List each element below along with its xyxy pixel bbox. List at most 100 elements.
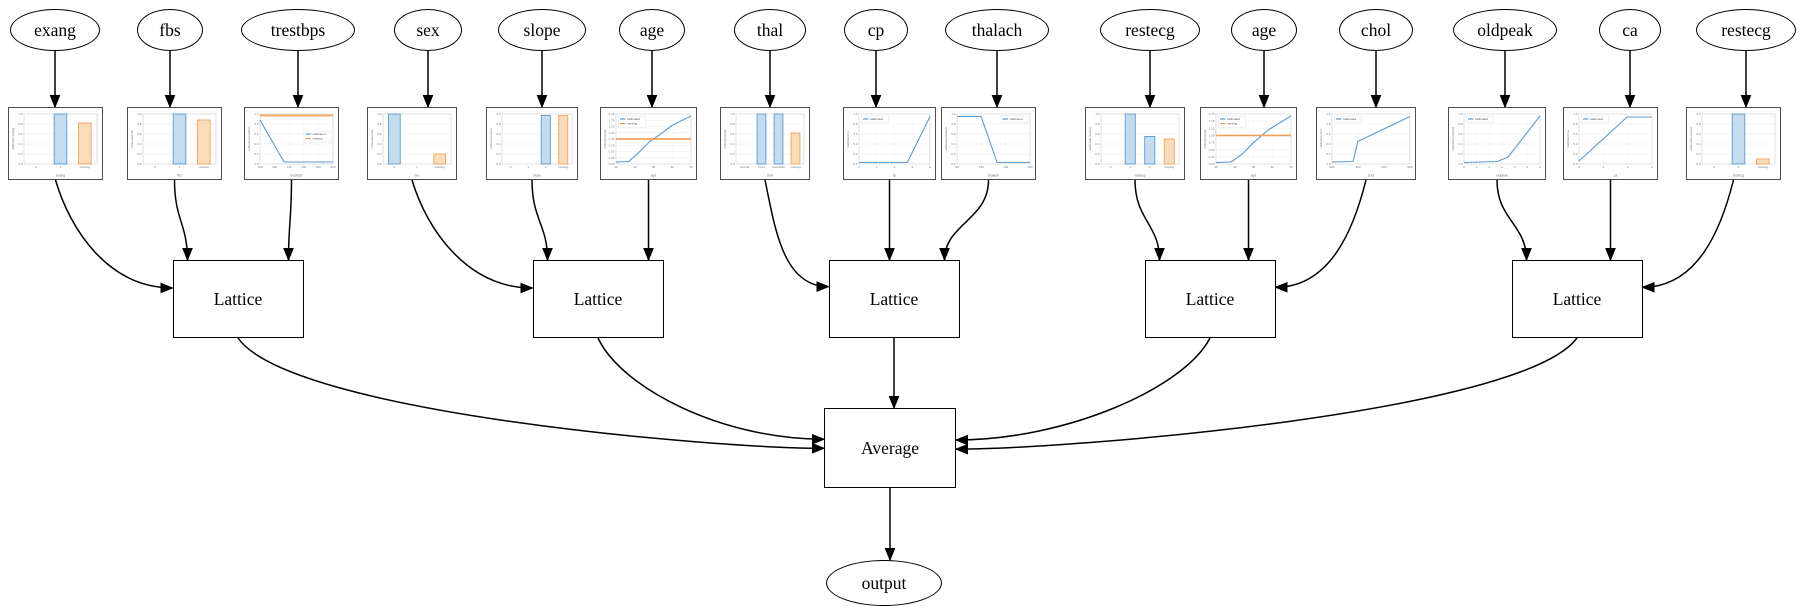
svg-text:calibrated: calibrated — [627, 117, 640, 121]
input-node-age: age — [1231, 9, 1297, 51]
svg-text:chol: chol — [1368, 174, 1374, 178]
input-node-oldpeak: oldpeak — [1453, 9, 1557, 51]
svg-text:0.6: 0.6 — [1326, 132, 1331, 136]
svg-text:0.4: 0.4 — [1458, 142, 1463, 146]
svg-text:0.0: 0.0 — [1095, 162, 1100, 166]
edge-lattice1-to-avg — [237, 337, 826, 454]
svg-text:0.6: 0.6 — [137, 132, 142, 136]
edge-lattice5-to-avg — [954, 337, 1578, 455]
input-node-exang: exang — [10, 9, 100, 51]
svg-text:thalach: thalach — [988, 174, 999, 178]
svg-text:0.6: 0.6 — [1458, 132, 1463, 136]
svg-text:0.2: 0.2 — [1095, 152, 1100, 156]
lattice-node-label: Lattice — [213, 288, 263, 309]
svg-text:0.8: 0.8 — [853, 122, 858, 126]
svg-text:calibrated cp: calibrated cp — [846, 130, 850, 147]
svg-text:0.8: 0.8 — [1095, 122, 1100, 126]
svg-text:0.8: 0.8 — [496, 122, 501, 126]
svg-text:1.0: 1.0 — [853, 112, 858, 116]
svg-text:calibrated fbs: calibrated fbs — [130, 130, 134, 148]
svg-text:0.6: 0.6 — [1573, 132, 1578, 136]
svg-text:0.8: 0.8 — [377, 122, 382, 126]
svg-text:1.0: 1.0 — [137, 112, 142, 116]
svg-text:0.2: 0.2 — [496, 152, 501, 156]
input-node-age: age — [619, 9, 685, 51]
svg-text:1: 1 — [1738, 165, 1740, 169]
svg-text:calibrated: calibrated — [1475, 117, 1488, 121]
svg-text:0.8: 0.8 — [1326, 122, 1331, 126]
average-node: Average — [824, 408, 956, 488]
svg-text:normal: normal — [740, 165, 750, 169]
svg-text:0.4: 0.4 — [377, 142, 382, 146]
svg-text:0.6: 0.6 — [730, 132, 735, 136]
svg-text:1.0: 1.0 — [377, 112, 382, 116]
svg-text:0.2: 0.2 — [1573, 152, 1578, 156]
svg-text:0: 0 — [1110, 165, 1112, 169]
svg-text:0.4: 0.4 — [254, 142, 259, 146]
svg-text:calibrated sex: calibrated sex — [370, 129, 374, 148]
svg-text:0.2: 0.2 — [254, 152, 259, 156]
svg-text:50: 50 — [652, 165, 656, 169]
svg-text:missing: missing — [435, 165, 446, 169]
input-node-chol-label: chol — [1360, 19, 1392, 40]
output-node-label: output — [861, 572, 907, 593]
svg-text:1: 1 — [1129, 165, 1131, 169]
svg-text:missing: missing — [199, 165, 210, 169]
svg-text:missing: missing — [1758, 165, 1769, 169]
svg-text:1: 1 — [1602, 165, 1604, 169]
svg-text:0.0: 0.0 — [951, 162, 956, 166]
lattice-node-label: Lattice — [869, 288, 919, 309]
svg-text:reversible: reversible — [772, 165, 785, 169]
calibrator-chart-age: 0.000.250.500.751.001.251.501.752.00cali… — [603, 112, 693, 177]
svg-text:0.4: 0.4 — [137, 142, 142, 146]
svg-text:100: 100 — [257, 165, 262, 169]
svg-text:1: 1 — [179, 165, 181, 169]
svg-text:400: 400 — [1381, 165, 1386, 169]
input-node-slope: slope — [498, 9, 586, 51]
input-node-restecg-label: restecg — [1125, 19, 1175, 40]
input-node-sex: sex — [394, 9, 462, 51]
svg-text:0.6: 0.6 — [951, 132, 956, 136]
svg-text:1.00: 1.00 — [609, 137, 615, 141]
svg-text:0.2: 0.2 — [1458, 152, 1463, 156]
edge-cal_sex-to-lattice2 — [411, 179, 534, 294]
svg-text:1.0: 1.0 — [1326, 112, 1331, 116]
svg-text:0: 0 — [35, 165, 37, 169]
svg-text:0.0: 0.0 — [730, 162, 735, 166]
input-node-thal: thal — [734, 9, 806, 51]
svg-text:0.75: 0.75 — [1209, 141, 1215, 145]
svg-text:0.8: 0.8 — [1573, 122, 1578, 126]
svg-text:0.2: 0.2 — [18, 152, 23, 156]
svg-text:0.8: 0.8 — [1458, 122, 1463, 126]
svg-text:0.2: 0.2 — [137, 152, 142, 156]
svg-text:4: 4 — [1514, 165, 1516, 169]
svg-text:1: 1 — [60, 165, 62, 169]
lattice-node-label: Lattice — [573, 288, 623, 309]
svg-text:1.0: 1.0 — [730, 112, 735, 116]
svg-text:200: 200 — [330, 165, 335, 169]
svg-text:missing: missing — [558, 165, 569, 169]
input-node-fbs-label: fbs — [159, 19, 181, 40]
input-node-age-label: age — [639, 19, 665, 40]
svg-text:120: 120 — [979, 165, 984, 169]
svg-text:missing: missing — [790, 165, 801, 169]
svg-text:0.2: 0.2 — [1326, 152, 1331, 156]
svg-text:0.4: 0.4 — [496, 142, 501, 146]
svg-text:0.00: 0.00 — [609, 162, 615, 166]
svg-text:ca: ca — [1614, 174, 1618, 178]
svg-text:calibrated exang: calibrated exang — [11, 128, 15, 150]
input-node-ca: ca — [1599, 9, 1661, 51]
svg-text:0: 0 — [858, 165, 860, 169]
svg-text:calibrated thal: calibrated thal — [723, 129, 727, 148]
svg-text:missing: missing — [627, 122, 638, 126]
svg-text:2: 2 — [1627, 165, 1629, 169]
input-node-cp: cp — [844, 9, 908, 51]
